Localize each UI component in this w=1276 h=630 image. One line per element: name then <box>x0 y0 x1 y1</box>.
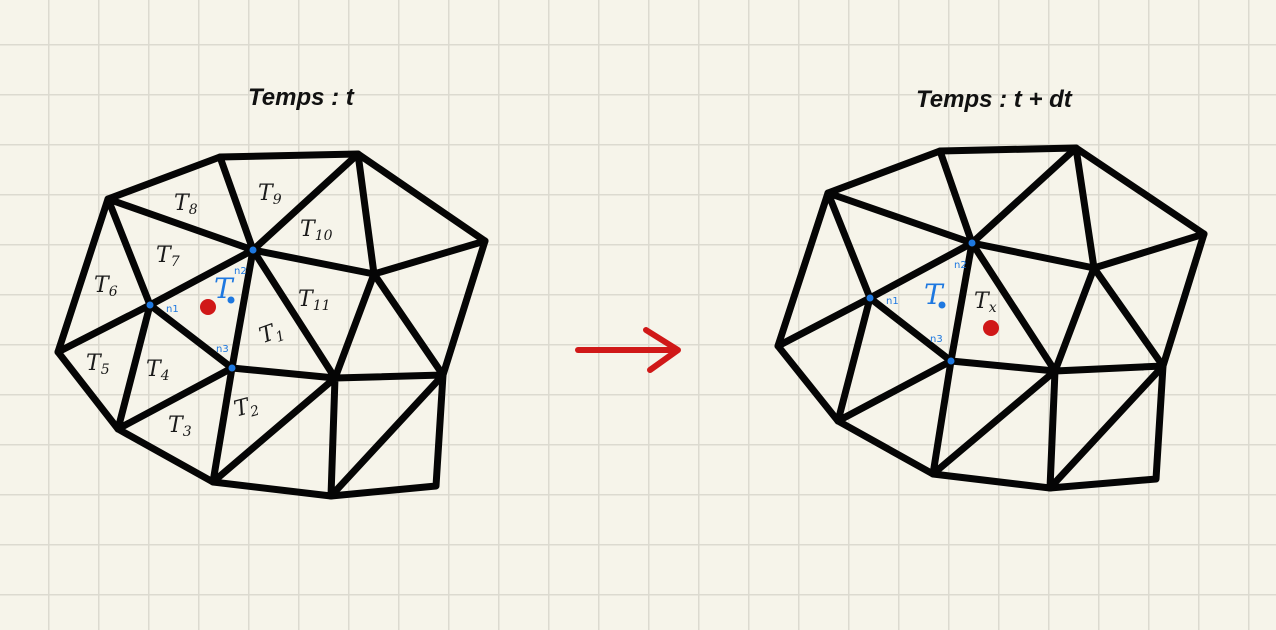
node-n2-left <box>249 246 257 254</box>
triangle-label-1: T1 <box>256 317 287 350</box>
triangle-label-4: T4 <box>146 357 170 384</box>
mesh-left-boundary <box>54 150 489 500</box>
triangle-label-5: T5 <box>86 351 110 378</box>
triangle-label-7: T7 <box>156 243 180 270</box>
triangle-label-8: T8 <box>174 191 198 218</box>
triangle-label-3: T3 <box>168 413 192 440</box>
node-label-n2-left: n2 <box>234 266 247 277</box>
node-label-n1-left: n1 <box>166 304 179 315</box>
node-n3-left <box>228 364 236 372</box>
mesh-right-internal-edges <box>774 144 1208 492</box>
title-right: Temps : t + dt <box>916 86 1072 113</box>
node-n1-right <box>866 294 874 302</box>
node-n3-right <box>947 357 955 365</box>
triangle-label-x-right: Tx <box>974 289 997 316</box>
node-label-n2-right: n2 <box>954 260 967 271</box>
mesh-left: T1 T2 T3 T4 T5 T6 T7 T8 T9 T10 T11 T n1 … <box>54 150 489 500</box>
node-n1-left <box>146 301 154 309</box>
triangle-label-2: T2 <box>231 392 261 424</box>
triangle-label-9: T9 <box>258 181 282 208</box>
node-n2-right <box>968 239 976 247</box>
triangle-label-10: T10 <box>300 217 333 244</box>
node-label-n3-left: n3 <box>216 344 229 355</box>
node-label-n1-right: n1 <box>886 296 899 307</box>
cell-center-dot-left <box>227 296 235 304</box>
triangle-label-11: T11 <box>298 287 331 314</box>
title-left: Temps : t <box>248 84 354 111</box>
mesh-right-boundary <box>774 144 1208 492</box>
node-label-n3-right: n3 <box>930 334 943 345</box>
triangle-label-6: T6 <box>94 273 118 300</box>
transition-arrow <box>575 327 681 373</box>
mesh-right: T Tx n1 n2 n3 <box>774 144 1208 492</box>
mesh-left-internal-edges <box>54 150 489 500</box>
particle-right <box>983 320 999 336</box>
particle-left <box>200 299 216 315</box>
cell-center-dot-right <box>938 301 946 309</box>
